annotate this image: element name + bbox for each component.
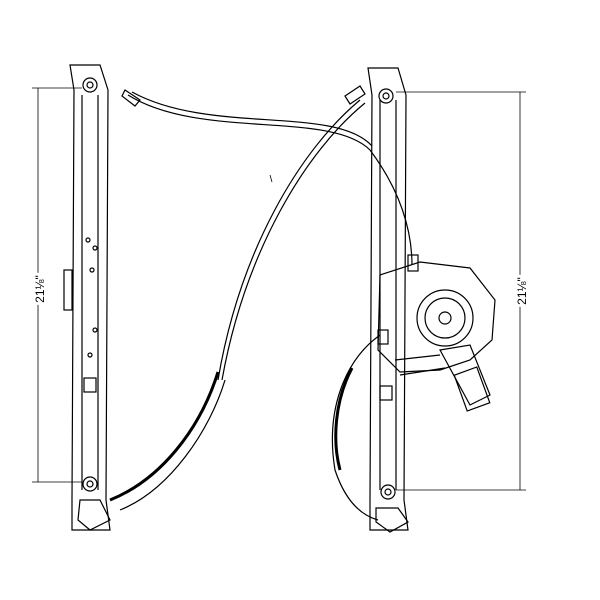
right-height-label: 21⅛" xyxy=(514,275,529,307)
right-dimension xyxy=(396,91,526,491)
right-rail xyxy=(367,67,409,533)
motor-assembly xyxy=(377,254,496,412)
left-height-label: 21⅛" xyxy=(32,273,47,305)
cables xyxy=(109,85,413,521)
left-rail xyxy=(63,64,111,531)
